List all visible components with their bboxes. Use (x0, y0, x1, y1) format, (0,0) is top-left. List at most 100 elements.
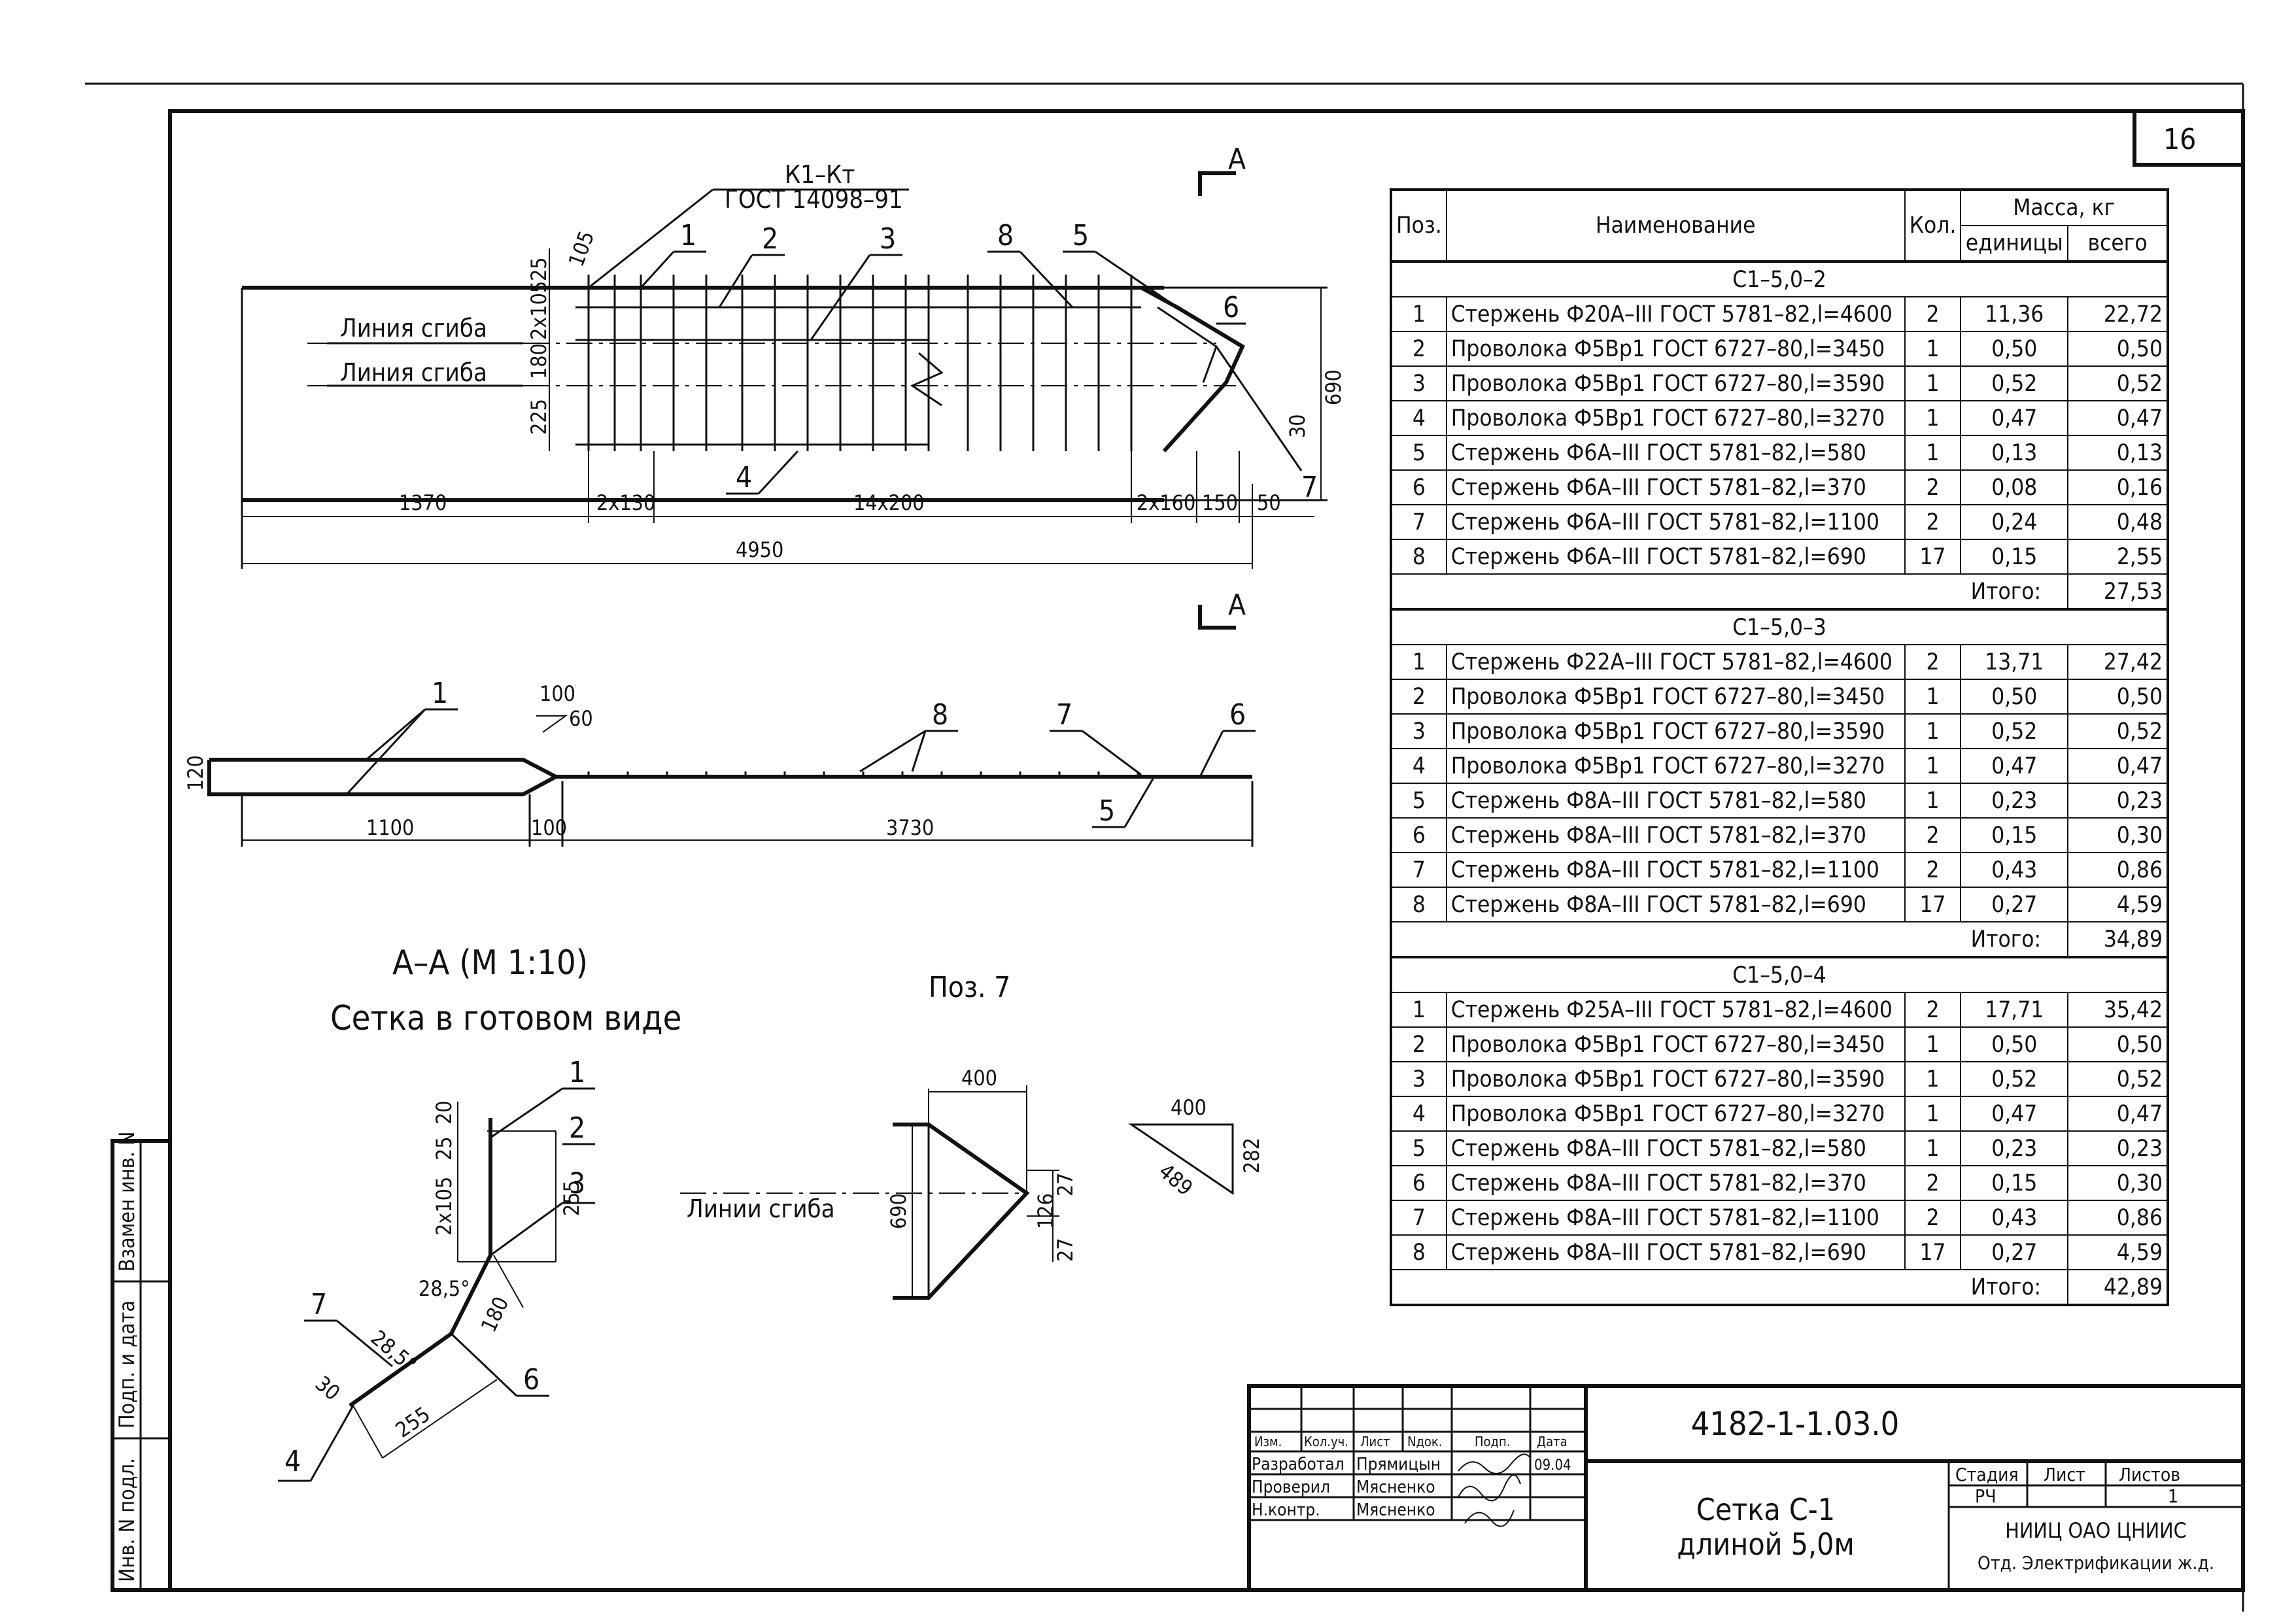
section-dim-30: 30 (311, 1371, 345, 1406)
section-dim-2x105: 2x105 (432, 1177, 456, 1236)
spec-group-title: С1–5,0–3 (1390, 608, 2169, 645)
spec-cell-total: 35,42 (2067, 992, 2169, 1028)
title-block: Изм. Кол.уч. Лист Nдок. Подп. Дата Разра… (1247, 1384, 2245, 1592)
side-stamp-replace-label: Взамен инв. N (114, 1132, 139, 1272)
section-subtitle: Сетка в готовом виде (330, 999, 681, 1038)
spec-cell-pos: 4 (1390, 400, 1447, 436)
pos7-bend-lines: Линии сгиба (687, 1194, 835, 1223)
spec-cell-pos: 5 (1390, 783, 1447, 819)
tb-designation: 4182-1-1.03.0 (1691, 1405, 1900, 1443)
spec-cell-qty: 1 (1904, 365, 1962, 401)
spec-cell-unit: 0,52 (1960, 713, 2069, 749)
spec-cell-qty: 17 (1904, 887, 1962, 922)
spec-cell-pos: 3 (1390, 1061, 1447, 1097)
spec-cell-qty: 1 (1904, 400, 1962, 436)
section-callout-1: 1 (569, 1056, 585, 1089)
spec-group-header: С1–5,0–3 (1390, 608, 2169, 645)
spec-cell-qty: 2 (1904, 644, 1962, 680)
spec-cell-name: Стержень Ф25А–III ГОСТ 5781–82,l=4600 (1445, 992, 1906, 1028)
section-dim-25: 25 (432, 1136, 456, 1160)
section-callout-2: 2 (569, 1111, 585, 1145)
side-view: 1100 100 3730 120 1 100 60 8 7 6 5 (183, 677, 1256, 847)
plan-dim-150: 150 (1202, 490, 1238, 515)
weld-side: 60 (569, 706, 593, 731)
section-mark-top: А (1228, 143, 1246, 176)
spec-cell-pos: 7 (1390, 504, 1447, 540)
plan-callout-6: 6 (1223, 291, 1239, 324)
side-stamp-sign-label: Подп. и дата (114, 1300, 139, 1429)
tb-col-list: Лист (1360, 1434, 1390, 1449)
spec-cell-pos: 5 (1390, 435, 1447, 471)
spec-cell-unit: 0,47 (1960, 1096, 2069, 1132)
tb-col-data: Дата (1537, 1434, 1568, 1449)
spec-cell-name: Проволока Ф5Вр1 ГОСТ 6727–80,l=3270 (1445, 1096, 1906, 1132)
plan-callout-3: 3 (880, 222, 896, 256)
spec-cell-name: Стержень Ф8А–III ГОСТ 5781–82,l=370 (1445, 1165, 1906, 1201)
tb-name-ncontrol: Мясненко (1356, 1500, 1435, 1520)
specification-table: Поз. Наименование Кол. Масса, кг единицы… (1389, 188, 2169, 1306)
plan-callout-8: 8 (997, 219, 1014, 252)
spec-cell-total: 0,16 (2067, 469, 2169, 505)
spec-cell-unit: 0,47 (1960, 748, 2069, 784)
sheet-number: 16 (2163, 123, 2196, 156)
plan-dim-1370: 1370 (399, 490, 447, 515)
spec-cell-qty: 1 (1904, 435, 1962, 471)
pos7-dim-27a: 27 (1053, 1172, 1078, 1196)
plan-view: 690 30 25 2x105 180 225 105 Линия сгиба … (241, 143, 1346, 630)
pos7-view: Поз. 7 400 690 27 126 27 Линии сгиба 400… (680, 971, 1264, 1300)
spec-cell-unit: 11,36 (1960, 296, 2069, 332)
spec-cell-total: 0,47 (2067, 1096, 2169, 1132)
plan-callout-5: 5 (1072, 219, 1089, 252)
tb-col-podp: Подп. (1475, 1434, 1510, 1449)
side-callout-8: 8 (932, 698, 948, 732)
section-mark-bottom: А (1228, 588, 1246, 622)
spec-cell-total: 0,23 (2067, 783, 2169, 819)
spec-cell-pos: 2 (1390, 1026, 1447, 1062)
spec-cell-total: 0,23 (2067, 1130, 2169, 1166)
section-callout-4: 4 (284, 1445, 301, 1478)
spec-total-row: Итого:27,53 (1389, 573, 2169, 610)
pos7-dim-400: 400 (961, 1066, 997, 1091)
side-dim-100: 100 (531, 815, 567, 840)
spec-cell-qty: 17 (1904, 1234, 1962, 1270)
spec-cell-qty: 17 (1904, 539, 1962, 575)
pos7-title: Поз. 7 (929, 971, 1010, 1004)
spec-cell-total: 27,42 (2067, 644, 2169, 680)
spec-cell-total: 0,86 (2067, 852, 2169, 888)
spec-cell-qty: 2 (1904, 817, 1962, 853)
spec-cell-total: 0,50 (2067, 331, 2169, 367)
spec-cell-pos: 2 (1390, 331, 1447, 367)
spec-cell-unit: 17,71 (1960, 992, 2069, 1028)
spec-cell-pos: 8 (1390, 1234, 1447, 1270)
spec-group-title: С1–5,0–2 (1390, 260, 2169, 297)
plan-callout-7: 7 (1301, 471, 1318, 504)
spec-cell-pos: 7 (1390, 1200, 1447, 1236)
tb-col-kolych: Кол.уч. (1304, 1434, 1348, 1449)
spec-total-row: Итого:34,89 (1389, 921, 2169, 958)
spec-cell-qty: 1 (1904, 1061, 1962, 1097)
spec-cell-unit: 0,23 (1960, 1130, 2069, 1166)
spec-group-header: С1–5,0–4 (1390, 956, 2169, 993)
plan-dim-left-2x105: 2x105 (526, 281, 551, 340)
spec-cell-qty: 2 (1904, 1200, 1962, 1236)
spec-total-value: 42,89 (2067, 1269, 2169, 1306)
plan-crossbars (587, 275, 1133, 451)
tb-org-line1: НИИЦ ОАО ЦНИИС (2005, 1518, 2187, 1543)
spec-header-mass: Масса, кг (1960, 188, 2169, 226)
spec-cell-qty: 2 (1904, 992, 1962, 1028)
spec-cell-qty: 1 (1904, 783, 1962, 819)
spec-cell-unit: 0,50 (1960, 679, 2069, 715)
tb-name-checker: Мясненко (1356, 1478, 1435, 1497)
spec-header-unit: единицы (1960, 225, 2069, 262)
spec-cell-pos: 1 (1390, 296, 1447, 332)
